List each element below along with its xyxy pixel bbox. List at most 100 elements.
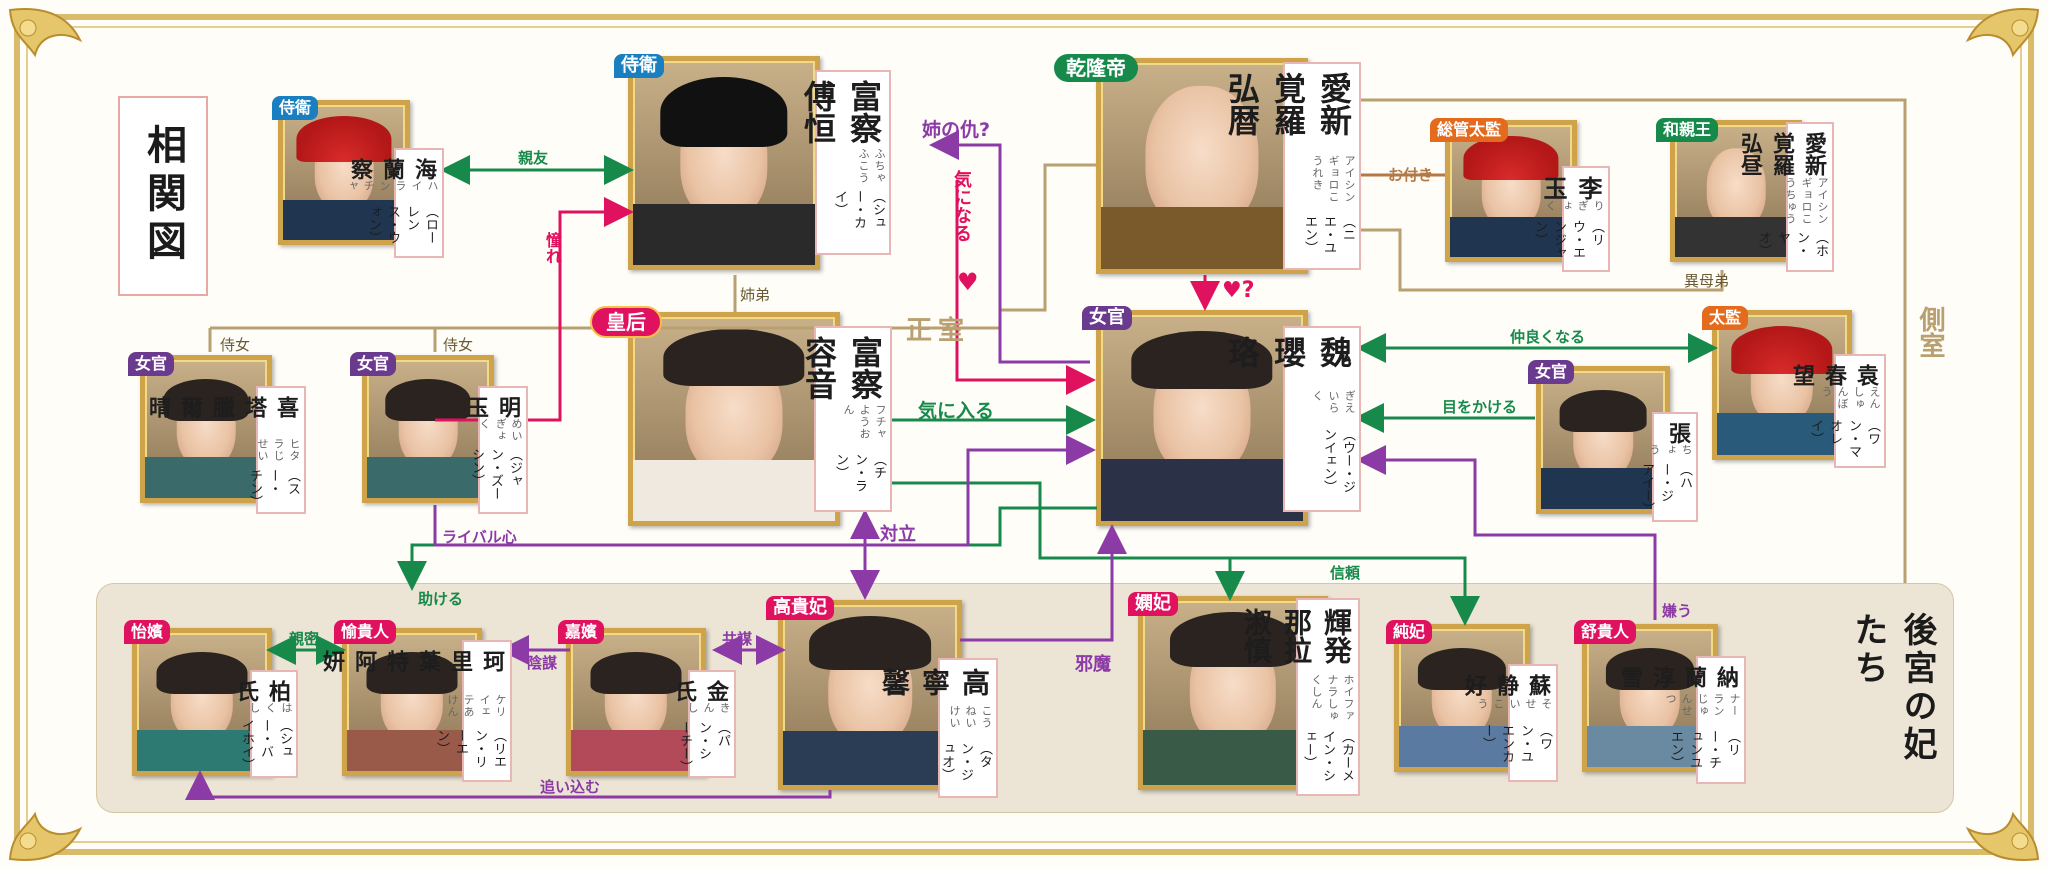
badge-gaoguifei: 高貴妃 (766, 596, 834, 620)
rel-maid-2: 侍女 (443, 336, 474, 354)
portrait-erqing[interactable] (140, 355, 272, 503)
rel-siblings: 姉弟 (740, 286, 771, 304)
robe (783, 731, 957, 785)
badge-mingyu: 女官 (350, 352, 397, 376)
badge-weiyingluo: 女官 (1082, 306, 1132, 330)
robe (633, 459, 835, 521)
actor: （カーメイン・シェー） (1301, 729, 1354, 782)
reading: ホイファナラしゅくしん (1310, 673, 1355, 722)
rel-trust: 信頼 (1330, 564, 1361, 582)
actor: （ホン・ヤオ） (1756, 230, 1828, 257)
reading: ハイランチャ (346, 180, 439, 192)
rel-interested: 気になる (951, 170, 972, 242)
name-text: 魏瓔珞 (1223, 336, 1353, 368)
name-zhang: 張ちょう（ハー・ジアイー） (1639, 412, 1698, 522)
actor: （パン・シーチー） (677, 720, 730, 773)
name-text: 袁春望 (1789, 364, 1879, 386)
robe (571, 729, 701, 771)
hair (663, 329, 805, 387)
rel-corner: 追い込む (540, 778, 601, 796)
hair (366, 652, 458, 694)
actor: （シュー・カイ） (832, 189, 885, 229)
hair (1417, 648, 1507, 690)
robe (1101, 459, 1303, 521)
rel-heart-q: ? (1241, 278, 1255, 303)
rel-rival: ライバル心 (442, 528, 517, 546)
reading: りぎょく (1544, 200, 1605, 212)
reading: アイシンギョロこうれき (1311, 154, 1356, 203)
badge-yipin: 怡嬪 (124, 620, 171, 644)
name-text: 金氏 (671, 680, 729, 702)
hat (296, 115, 392, 162)
rel-intimate: 親密 (289, 630, 320, 648)
rel-help: 助ける (418, 590, 464, 608)
name-qianlong: 愛新覚羅弘暦アイシンギョロこうれき（ニエ・ユエン） (1223, 62, 1361, 270)
name-text: 明玉 (463, 396, 521, 418)
reading: えんしゅんぼう (1820, 386, 1881, 411)
name-empress: 富察容音フチャようおん（チン・ラン） (800, 326, 892, 512)
hair (1559, 390, 1647, 432)
badge-xianfei: 嫻妃 (1128, 592, 1178, 616)
robe (137, 729, 267, 771)
name-yuguiren: 珂里葉特阿妍ケリイェテあけん（リエン・リーエン） (319, 640, 512, 782)
actor: （ジャン・ズーシン） (469, 447, 522, 500)
badge-hongzhou: 和親王 (1656, 118, 1719, 142)
heart-question-icon: ♥? (1222, 278, 1255, 303)
portrait-gaoguifei[interactable] (778, 600, 962, 790)
side-consort-label: 側室 (1915, 306, 1945, 358)
name-text: 愛新覚羅弘昼 (1737, 132, 1827, 176)
robe (1587, 725, 1713, 767)
name-liyu: 李玉りぎょく（リウ・エンジャン） (1532, 166, 1610, 272)
hair (1170, 612, 1296, 668)
name-text: 愛新覚羅弘暦 (1223, 72, 1353, 136)
corner-ornament-top-left (0, 0, 110, 110)
portrait-chunfei[interactable] (1394, 624, 1530, 772)
main-wife-label: 正室 (906, 316, 971, 346)
robe (1101, 207, 1303, 269)
portrait-fuheng[interactable] (628, 56, 820, 270)
hair (1605, 648, 1695, 690)
name-chunfei: 蘇静好そせいこう（ワン・ユエンカー） (1461, 664, 1558, 782)
reading: ヒタラじせい (256, 437, 301, 462)
reading: そせいこう (1476, 698, 1553, 711)
actor: （リー・チュンユエン） (1668, 730, 1740, 770)
robe (1399, 725, 1525, 767)
hair (1131, 331, 1273, 390)
name-text: 富察容音 (800, 336, 884, 400)
reading: ふちゃふこう (857, 147, 886, 184)
name-text: 珂里葉特阿妍 (319, 650, 505, 672)
name-xianfei: 輝発那拉淑慎ホイファナラしゅくしん（カーメイン・シェー） (1240, 598, 1360, 796)
reading: フチャようおん (842, 404, 887, 441)
badge-yuanchunwang: 太監 (1702, 306, 1749, 330)
page-title: 相関図 (118, 96, 208, 296)
actor: （スー・チン） (247, 469, 300, 509)
name-hongzhou: 愛新覚羅弘昼アイシンギョロこうちゅう（ホン・ヤオ） (1737, 122, 1834, 272)
actor: （ウー・ジンイェン） (1321, 428, 1355, 494)
actor: （ワン・ユエンカー） (1480, 724, 1552, 764)
portrait-jiapin[interactable] (566, 628, 706, 776)
harem-section-title: 後宮の妃たち (1848, 612, 1937, 764)
hair (385, 379, 471, 421)
rel-obstruct: 邪魔 (1075, 654, 1111, 675)
rel-plot: 陰謀 (527, 654, 558, 672)
hat (1463, 135, 1559, 181)
corner-ornament-top-right (1938, 0, 2048, 110)
name-yuanchunwang: 袁春望えんしゅんぼう（ワン・マオレイ） (1789, 354, 1886, 468)
name-gaoguifei: 高寧馨こうねいけい（タン・ジュオ） (878, 658, 998, 798)
hair (590, 652, 682, 694)
face (1145, 85, 1259, 230)
rel-half-brother: 異母弟 (1684, 272, 1730, 290)
rel-hate: 嫌う (1662, 602, 1693, 620)
portrait-qianlong[interactable] (1096, 58, 1308, 274)
reading: ちょう (1648, 444, 1693, 456)
portrait-yipin[interactable] (132, 628, 272, 776)
robe (633, 203, 815, 265)
corner-ornament-bottom-left (0, 759, 110, 869)
name-text: 納蘭淳雪 (1617, 666, 1739, 688)
actor: （ハー・ジアイー） (1639, 463, 1692, 516)
rel-conspire: 共謀 (722, 630, 753, 648)
badge-shuguiren: 舒貴人 (1574, 620, 1637, 644)
name-shuguiren: 納蘭淳雪ナーランじゅんせつ（リー・チュンユエン） (1617, 656, 1746, 784)
reading: はくし (248, 702, 293, 714)
